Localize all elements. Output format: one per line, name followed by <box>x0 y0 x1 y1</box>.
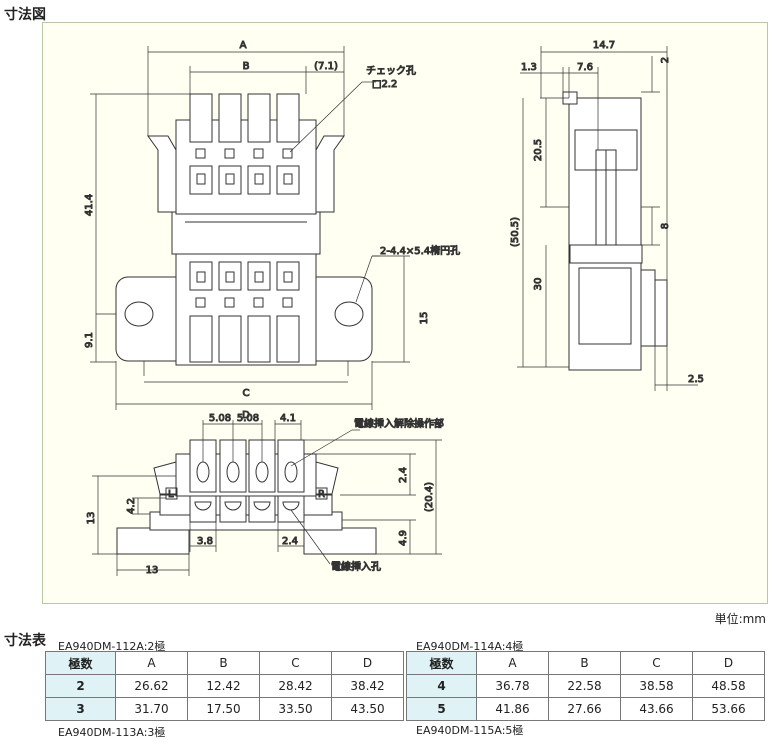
dim-8: 8 <box>660 223 671 229</box>
side-R-mark: R <box>318 489 325 500</box>
oval-hole-label: 2-4.4×5.4楕円孔 <box>380 244 460 257</box>
dim-3-8: 3.8 <box>197 536 213 547</box>
col-header-poles: 極数 <box>406 651 477 675</box>
dim-5-08-a: 5.08 <box>209 413 231 424</box>
dim-1-3: 1.3 <box>521 62 537 73</box>
table-cell: 53.66 <box>692 697 765 721</box>
table-row: 2 26.62 12.42 28.42 38.42 <box>45 674 404 698</box>
table-cell: 3 <box>45 697 116 721</box>
table-cell: 38.42 <box>331 674 404 698</box>
dimension-table-right: 極数 A B C D 4 36.78 22.58 38.58 48.58 5 4… <box>406 651 765 721</box>
table-cell: 41.86 <box>476 697 549 721</box>
table-row: 4 36.78 22.58 38.58 48.58 <box>406 674 765 698</box>
dim-2-4-b: 2.4 <box>282 536 298 547</box>
table-cell: 2 <box>45 674 116 698</box>
dim-A: A <box>240 40 247 51</box>
col-header-B: B <box>548 651 621 675</box>
insert-hole-label: 電線挿入孔 <box>331 560 381 573</box>
table-row: 5 41.86 27.66 43.66 53.66 <box>406 697 765 721</box>
table-cell: 36.78 <box>476 674 549 698</box>
dim-7-1: (7.1) <box>314 61 338 72</box>
dim-13-horizontal: 13 <box>146 565 159 576</box>
dim-4-2: 4.2 <box>126 498 137 514</box>
side-L-mark: L <box>168 489 174 500</box>
drawing-title: 寸法図 <box>4 7 46 23</box>
dim-B: B <box>243 61 250 72</box>
col-header-poles: 極数 <box>45 651 116 675</box>
table-cell: 48.58 <box>692 674 765 698</box>
table-cell: 26.62 <box>115 674 188 698</box>
dim-4-1: 4.1 <box>280 413 296 424</box>
caption-112A: EA940DM-112A:2極 <box>58 640 166 653</box>
unit-label: 単位:mm <box>714 612 766 626</box>
side-view: 14.7 1.3 7.6 2 20.5 (50.5) 8 30 2.5 <box>510 40 704 391</box>
dim-50-5: (50.5) <box>510 217 521 247</box>
table-cell: 33.50 <box>259 697 332 721</box>
dim-2: 2 <box>660 57 671 63</box>
dim-13-vertical: 13 <box>86 512 97 525</box>
check-hole-label: チェック孔 <box>366 65 416 77</box>
col-header-B: B <box>187 651 260 675</box>
col-header-C: C <box>620 651 693 675</box>
col-header-A: A <box>476 651 549 675</box>
table-cell: 43.66 <box>620 697 693 721</box>
caption-115A: EA940DM-115A:5極 <box>416 724 524 737</box>
dim-9-1: 9.1 <box>84 332 95 348</box>
table-cell: 22.58 <box>548 674 621 698</box>
col-header-D: D <box>692 651 765 675</box>
table-title: 寸法表 <box>4 633 46 649</box>
dim-4-9: 4.9 <box>398 530 409 546</box>
dimension-table-left: 極数 A B C D 2 26.62 12.42 28.42 38.42 3 3… <box>45 651 404 721</box>
table-cell: 43.50 <box>331 697 404 721</box>
dim-20-4: (20.4) <box>424 482 435 512</box>
dimension-drawing: A B (7.1) チェック孔 □2.2 C D 41.4 9.1 15 2-4… <box>84 40 705 577</box>
dim-2-5: 2.5 <box>688 374 704 385</box>
table-cell: 4 <box>406 674 477 698</box>
table-cell: 27.66 <box>548 697 621 721</box>
check-hole-size: □2.2 <box>372 79 397 90</box>
dim-41-4: 41.4 <box>84 194 95 216</box>
release-label: 電線挿入解除操作部 <box>354 417 444 430</box>
dim-2-4-a: 2.4 <box>398 467 409 483</box>
dim-30: 30 <box>533 278 544 291</box>
table-cell: 38.58 <box>620 674 693 698</box>
caption-113A: EA940DM-113A:3極 <box>58 726 166 739</box>
table-cell: 5 <box>406 697 477 721</box>
dim-D: D <box>242 410 250 421</box>
table-row: 3 31.70 17.50 33.50 43.50 <box>45 697 404 721</box>
caption-114A: EA940DM-114A:4極 <box>416 640 524 653</box>
table-cell: 17.50 <box>187 697 260 721</box>
col-header-C: C <box>259 651 332 675</box>
table-cell: 31.70 <box>115 697 188 721</box>
table-cell: 12.42 <box>187 674 260 698</box>
dim-7-6: 7.6 <box>577 62 593 73</box>
table-cell: 28.42 <box>259 674 332 698</box>
col-header-D: D <box>331 651 404 675</box>
dim-15: 15 <box>419 312 430 325</box>
dim-20-5: 20.5 <box>533 139 544 161</box>
col-header-A: A <box>115 651 188 675</box>
dim-5-08-b: 5.08 <box>237 413 259 424</box>
front-view: A B (7.1) チェック孔 □2.2 C D 41.4 9.1 15 2-4… <box>84 40 461 422</box>
dim-C: C <box>243 388 250 399</box>
dim-14-7: 14.7 <box>593 40 615 51</box>
bottom-view: 5.08 5.08 4.1 電線挿入解除操作部 2.4 (20.4) 4.9 4… <box>86 413 445 577</box>
